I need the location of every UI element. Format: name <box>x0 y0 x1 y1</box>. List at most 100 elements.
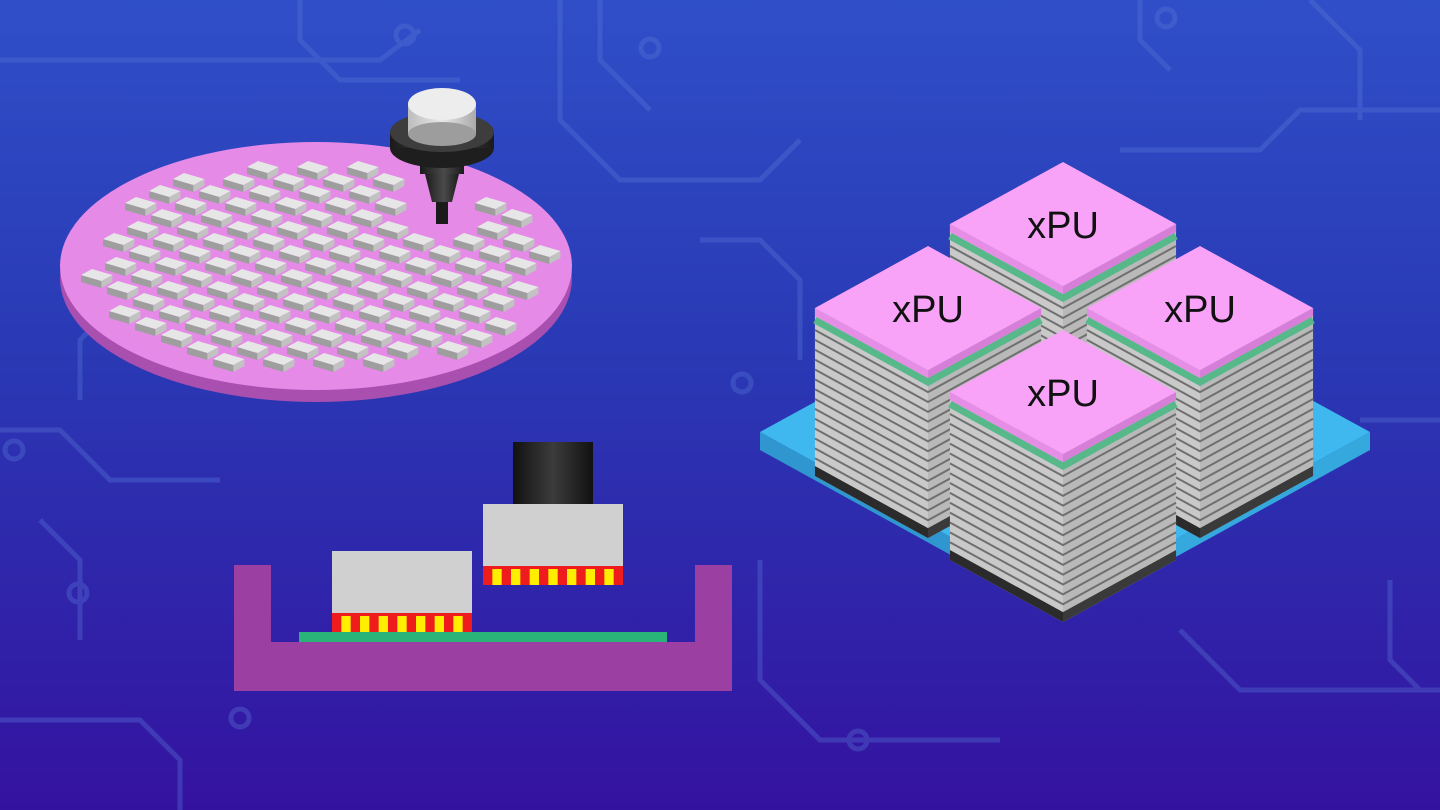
die <box>431 269 463 289</box>
die <box>187 341 219 361</box>
die <box>355 257 387 277</box>
die <box>381 269 413 289</box>
die <box>433 293 465 313</box>
die <box>505 257 537 277</box>
die <box>211 329 243 349</box>
die <box>337 341 369 361</box>
bump-row <box>332 613 472 632</box>
die <box>257 281 289 301</box>
xpu-label: xPU <box>1027 373 1099 415</box>
die <box>231 269 263 289</box>
die-grid <box>81 161 561 373</box>
die <box>283 293 315 313</box>
die <box>529 245 561 265</box>
solder-bump <box>585 569 595 585</box>
xpu-label: xPU <box>1027 205 1099 247</box>
die <box>263 353 295 373</box>
die <box>107 281 139 301</box>
circuit-trace-icon <box>1387 580 1422 692</box>
die <box>275 197 307 217</box>
die <box>481 269 513 289</box>
die <box>209 305 241 325</box>
die <box>287 341 319 361</box>
circuit-trace-icon <box>1154 6 1178 30</box>
xpu-stack: xPU <box>948 330 1178 623</box>
solder-bump <box>492 569 502 585</box>
die <box>329 245 361 265</box>
circuit-trace-icon <box>1137 0 1172 72</box>
die <box>233 293 265 313</box>
die <box>281 269 313 289</box>
die <box>405 257 437 277</box>
die <box>253 233 285 253</box>
wafer <box>60 142 572 402</box>
circuit-trace-icon <box>638 36 662 60</box>
die <box>353 233 385 253</box>
die <box>357 281 389 301</box>
die <box>179 245 211 265</box>
die <box>333 293 365 313</box>
circuit-trace-icon <box>1308 0 1363 120</box>
die-in-transit <box>483 442 623 585</box>
die <box>201 209 233 229</box>
circuit-trace-icon <box>0 427 220 483</box>
die <box>373 173 405 193</box>
die <box>457 281 489 301</box>
die <box>407 281 439 301</box>
die <box>305 257 337 277</box>
solder-bump <box>548 569 558 585</box>
die <box>155 257 187 277</box>
die <box>485 317 517 337</box>
die <box>81 269 113 289</box>
die <box>259 305 291 325</box>
die <box>183 293 215 313</box>
die <box>347 161 379 181</box>
die <box>225 197 257 217</box>
circuit-trace-icon <box>597 0 652 112</box>
xpu-label: xPU <box>1164 289 1236 331</box>
die <box>477 221 509 241</box>
die <box>325 197 357 217</box>
die <box>307 281 339 301</box>
die <box>249 185 281 205</box>
die <box>153 233 185 253</box>
circuit-trace-icon <box>1178 628 1440 693</box>
die <box>503 233 535 253</box>
die <box>133 293 165 313</box>
die <box>349 185 381 205</box>
die <box>301 209 333 229</box>
die <box>229 245 261 265</box>
die <box>297 161 329 181</box>
bump-row <box>483 566 623 585</box>
die <box>157 281 189 301</box>
die <box>475 197 507 217</box>
circuit-trace-icon <box>0 717 183 810</box>
die <box>203 233 235 253</box>
die <box>279 245 311 265</box>
die <box>331 269 363 289</box>
die <box>483 293 515 313</box>
die <box>363 353 395 373</box>
solder-bump <box>434 616 444 632</box>
die <box>377 221 409 241</box>
circuit-trace-icon <box>393 23 417 47</box>
solder-bump <box>529 569 539 585</box>
substrate-trace <box>299 632 667 642</box>
die <box>285 317 317 337</box>
die <box>359 305 391 325</box>
die <box>151 209 183 229</box>
die <box>323 173 355 193</box>
die <box>303 233 335 253</box>
die <box>351 209 383 229</box>
die <box>109 305 141 325</box>
xpu-top <box>1086 246 1314 371</box>
die <box>459 305 491 325</box>
die <box>411 329 443 349</box>
die <box>255 257 287 277</box>
solder-bump <box>378 616 388 632</box>
die <box>403 233 435 253</box>
circuit-trace-icon <box>0 28 422 63</box>
die <box>127 221 159 241</box>
